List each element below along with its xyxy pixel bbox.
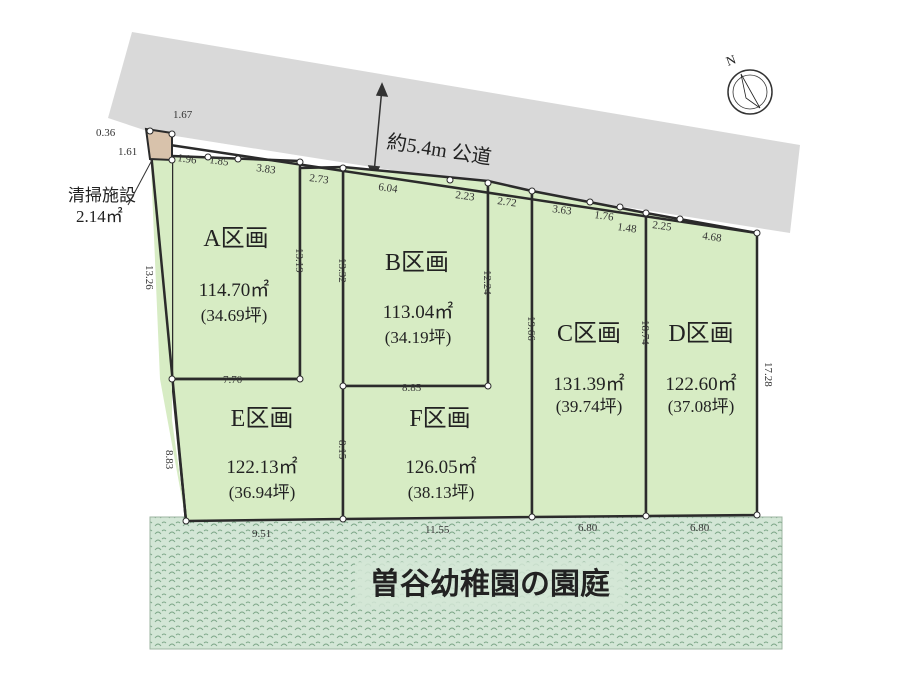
svg-text:8.85: 8.85 [402, 382, 422, 394]
top-dimensions: 1.96 1.85 3.83 2.73 6.04 2.23 2.72 3.63 … [177, 152, 723, 245]
facility-leader-line [127, 159, 153, 206]
svg-text:C区画: C区画 [557, 321, 621, 347]
svg-text:A区画: A区画 [203, 226, 268, 252]
svg-text:17.28: 17.28 [762, 362, 774, 387]
svg-text:3.83: 3.83 [256, 162, 277, 177]
svg-text:D区画: D区画 [668, 321, 733, 347]
svg-text:12.24: 12.24 [481, 270, 493, 295]
svg-text:2.72: 2.72 [497, 195, 518, 210]
svg-text:6.04: 6.04 [378, 181, 399, 196]
svg-text:126.05㎡: 126.05㎡ [405, 455, 476, 478]
public-road [108, 32, 800, 233]
lot-e-left-edge [160, 379, 186, 521]
compass-label: N [724, 51, 739, 69]
svg-text:6.80: 6.80 [690, 522, 710, 534]
svg-text:E区画: E区画 [231, 406, 294, 432]
svg-text:131.39㎡: 131.39㎡ [553, 372, 624, 395]
svg-text:3.63: 3.63 [552, 203, 573, 218]
lot-d-label: D区画 122.60㎡ (37.08坪) [665, 321, 736, 416]
svg-text:13.32: 13.32 [336, 258, 348, 283]
svg-text:2.73: 2.73 [309, 172, 330, 187]
svg-text:(34.19坪): (34.19坪) [385, 328, 452, 347]
svg-text:4.68: 4.68 [702, 230, 723, 245]
svg-text:19.66: 19.66 [525, 316, 537, 341]
garden-label-backing [355, 562, 625, 606]
svg-text:1.76: 1.76 [594, 209, 615, 224]
boundary-markers [146, 127, 761, 525]
north-compass-icon [727, 69, 773, 115]
svg-text:13.19: 13.19 [293, 248, 305, 273]
svg-text:13.26: 13.26 [143, 265, 155, 290]
north-boundary [149, 140, 758, 235]
svg-text:11.55: 11.55 [425, 524, 450, 536]
svg-text:113.04㎡: 113.04㎡ [383, 300, 454, 323]
svg-text:9.51: 9.51 [252, 528, 271, 540]
svg-text:122.60㎡: 122.60㎡ [665, 372, 736, 395]
facility-dim-1: 1.67 [173, 109, 193, 121]
svg-text:(39.74坪): (39.74坪) [556, 397, 623, 416]
svg-text:6.80: 6.80 [578, 522, 598, 534]
lot-a [170, 154, 302, 381]
lot-b-label: B区画 113.04㎡ (34.19坪) [383, 250, 454, 347]
lot-c [530, 189, 648, 519]
svg-text:18.74: 18.74 [639, 320, 651, 345]
svg-text:8.15: 8.15 [336, 440, 348, 460]
svg-text:7.70: 7.70 [223, 374, 243, 386]
facility-area: 2.14㎡ [76, 207, 123, 226]
svg-text:(36.94坪): (36.94坪) [229, 483, 296, 502]
svg-text:B区画: B区画 [385, 250, 449, 276]
svg-text:(38.13坪): (38.13坪) [408, 483, 475, 502]
svg-text:(34.69坪): (34.69坪) [201, 306, 268, 325]
bottom-dimensions: 9.51 11.55 6.80 6.80 [252, 522, 710, 540]
svg-text:2.23: 2.23 [455, 189, 476, 204]
svg-text:122.13㎡: 122.13㎡ [226, 455, 297, 478]
lot-c-label: C区画 131.39㎡ (39.74坪) [553, 321, 624, 416]
interior-dimensions: 13.19 13.32 12.24 19.66 18.74 7.70 8.85 … [223, 248, 651, 460]
facility-dim-0: 0.36 [96, 127, 116, 139]
side-dimensions: 13.26 8.83 17.28 [143, 265, 774, 470]
svg-text:(37.08坪): (37.08坪) [668, 397, 735, 416]
svg-text:2.25: 2.25 [652, 219, 673, 234]
facility-label: 清掃施設 [68, 186, 136, 205]
lot-e-label: E区画 122.13㎡ (36.94坪) [226, 406, 297, 502]
lot-d [644, 211, 759, 518]
west-boundary [148, 141, 188, 522]
lot-a-label: A区画 114.70㎡ (34.69坪) [199, 226, 270, 325]
svg-text:8.83: 8.83 [163, 450, 175, 470]
svg-text:1.85: 1.85 [209, 154, 230, 169]
facility-dim-2: 1.61 [118, 146, 137, 158]
svg-text:1.48: 1.48 [617, 221, 638, 236]
lot-f-label: F区画 126.05㎡ (38.13坪) [405, 406, 476, 502]
svg-text:F区画: F区画 [409, 406, 470, 432]
garden-label: 曽谷幼稚園の園庭 [370, 567, 610, 601]
svg-text:114.70㎡: 114.70㎡ [199, 278, 270, 301]
svg-text:1.96: 1.96 [177, 152, 198, 167]
